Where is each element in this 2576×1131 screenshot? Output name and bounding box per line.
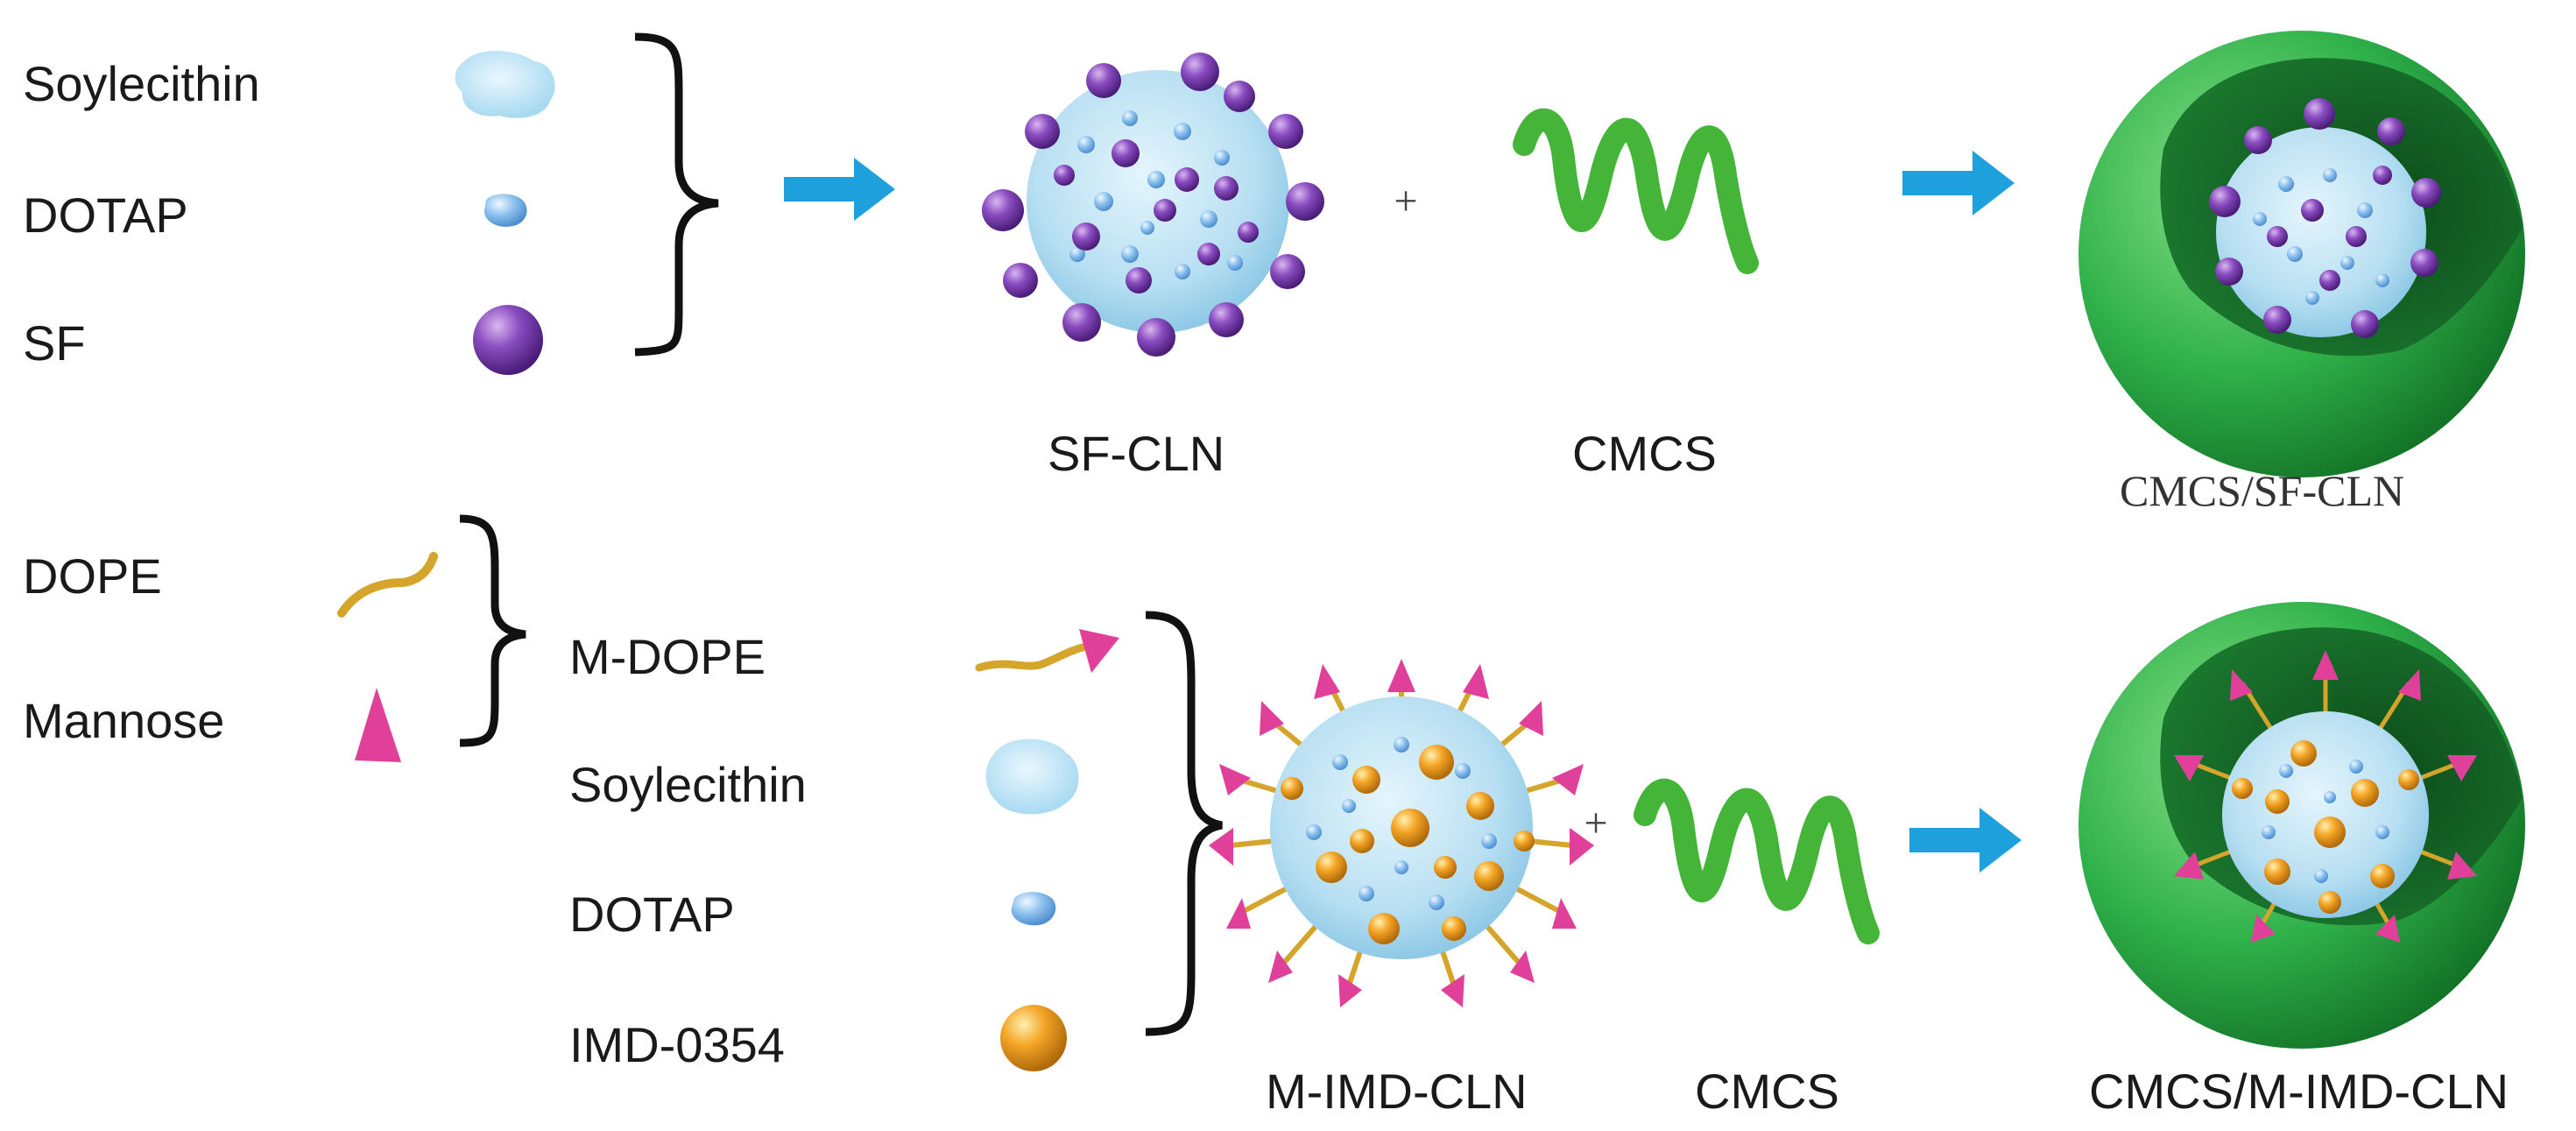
dotap-blob-icon — [1011, 892, 1056, 926]
ingredient-label: Soylecithin — [23, 56, 260, 111]
ingredient-label: DOTAP — [23, 187, 188, 243]
arrow-icon — [784, 158, 895, 221]
ingredient-label: Soylecithin — [569, 757, 807, 812]
ingredient-label: IMD-0354 — [569, 1017, 785, 1072]
coating-label: CMCS — [1572, 426, 1717, 481]
sf-sphere-icon — [473, 305, 543, 375]
plus-sign: + — [1584, 800, 1607, 846]
coating-label: CMCS — [1695, 1064, 1839, 1119]
dotap-blob-icon — [483, 194, 527, 227]
soylecithin-blob-icon — [985, 739, 1079, 815]
mannose-triangle-icon — [355, 688, 401, 762]
arrow-icon — [1909, 808, 2022, 873]
m-imd-cln-particle — [1209, 659, 1594, 1007]
arrow-icon — [1902, 151, 2015, 216]
product-label: SF-CLN — [1048, 426, 1225, 481]
brace-precursor — [459, 514, 526, 747]
ingredient-label: DOTAP — [569, 887, 735, 942]
soylecithin-blob-icon — [455, 50, 555, 118]
plus-sign: + — [1394, 178, 1417, 224]
sf-cln-particle — [982, 53, 1324, 357]
brace-top — [634, 32, 719, 357]
m-dope-icon — [975, 629, 1119, 673]
dope-chain-icon — [337, 552, 438, 618]
cmcs-m-imd-cln-particle — [2078, 602, 2525, 1049]
imd-sphere-icon — [1000, 1005, 1067, 1071]
ingredient-label: M-DOPE — [569, 629, 766, 684]
brace-bottom — [1145, 611, 1223, 1036]
ingredient-label: SF — [23, 315, 86, 371]
cmcs-coil-icon — [1513, 108, 1759, 274]
cmcs-sf-cln-particle — [2078, 31, 2525, 477]
precursor-label: Mannose — [23, 693, 225, 748]
product-label: M-IMD-CLN — [1266, 1064, 1528, 1119]
cmcs-coil-icon — [1634, 778, 1880, 944]
precursor-label: DOPE — [23, 548, 162, 604]
final-product-label: CMCS/M-IMD-CLN — [2089, 1064, 2509, 1119]
final-product-label: CMCS/SF-CLN — [2120, 466, 2405, 515]
